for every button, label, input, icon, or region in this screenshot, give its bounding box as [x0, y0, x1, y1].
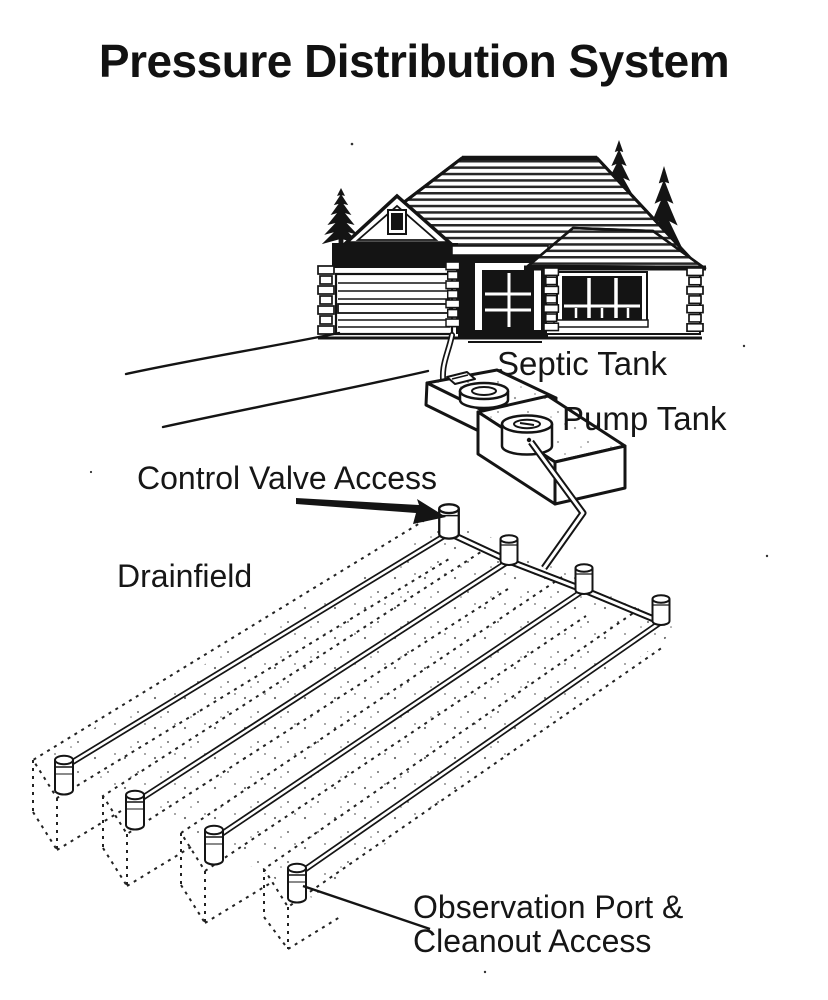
- trench-outline-1: [31, 519, 450, 851]
- page-title: Pressure Distribution System: [98, 35, 730, 87]
- observation-port-label: Observation Port & Cleanout Access: [413, 890, 683, 958]
- observation-port-label-line2: Cleanout Access: [413, 923, 652, 959]
- left-gable: [330, 193, 458, 274]
- control-valve-access-riser: [438, 503, 460, 540]
- septic-tank-inlet: [446, 371, 476, 385]
- ground-contour-line-upper: [124, 331, 341, 376]
- drainfield-laterals: [64, 530, 663, 878]
- observation-port-2: [125, 789, 145, 831]
- ground-contour-line-lower: [161, 369, 430, 429]
- scan-specks: [89, 142, 769, 974]
- trench-outline-4: [262, 608, 664, 950]
- drainfield-soil-speckle: [42, 520, 680, 898]
- garage-eave-shadow: [332, 243, 458, 268]
- right-wing: [524, 226, 707, 335]
- quoins-entry-left: [445, 261, 461, 328]
- septic-tank-riser: [458, 381, 510, 410]
- manifold-riser-3: [574, 563, 594, 595]
- manifold-riser-4: [651, 594, 671, 626]
- drainfield-label: Drainfield: [117, 558, 253, 594]
- pump-tank: [476, 394, 627, 506]
- lateral-pipe-2: [134, 558, 511, 805]
- quoins-left-corner: [317, 265, 335, 335]
- lateral-pipe-1: [64, 530, 451, 769]
- trench-outline-3: [179, 576, 587, 924]
- quoins-right-corner: [686, 267, 704, 333]
- pump-tank-label: Pump Tank: [562, 400, 727, 437]
- manifold-riser-2: [499, 534, 519, 566]
- observation-port-1: [54, 754, 74, 796]
- trench-outline-2: [101, 547, 512, 887]
- septic-tank-label: Septic Tank: [497, 345, 667, 382]
- supply-pipe: [528, 439, 587, 571]
- ground-contour-lines: [124, 331, 430, 429]
- window-sill: [553, 319, 649, 328]
- observation-port-3: [204, 824, 224, 866]
- garage: [334, 272, 454, 336]
- manifold-pipe: [447, 529, 663, 626]
- pump-tank-riser: [500, 414, 554, 456]
- entry-threshold: [458, 330, 548, 338]
- observation-port-label-line1: Observation Port &: [413, 889, 684, 925]
- lateral-pipe-4: [295, 619, 663, 878]
- lateral-pipe-3: [212, 587, 586, 842]
- house: [317, 155, 707, 343]
- quoins-entry-right: [543, 267, 560, 332]
- control-valve-arrow: [296, 498, 446, 524]
- control-valve-access-label: Control Valve Access: [137, 460, 437, 496]
- trench-outlines: [31, 519, 664, 950]
- observation-port-4: [287, 862, 307, 904]
- observation-leader-line: [302, 884, 431, 931]
